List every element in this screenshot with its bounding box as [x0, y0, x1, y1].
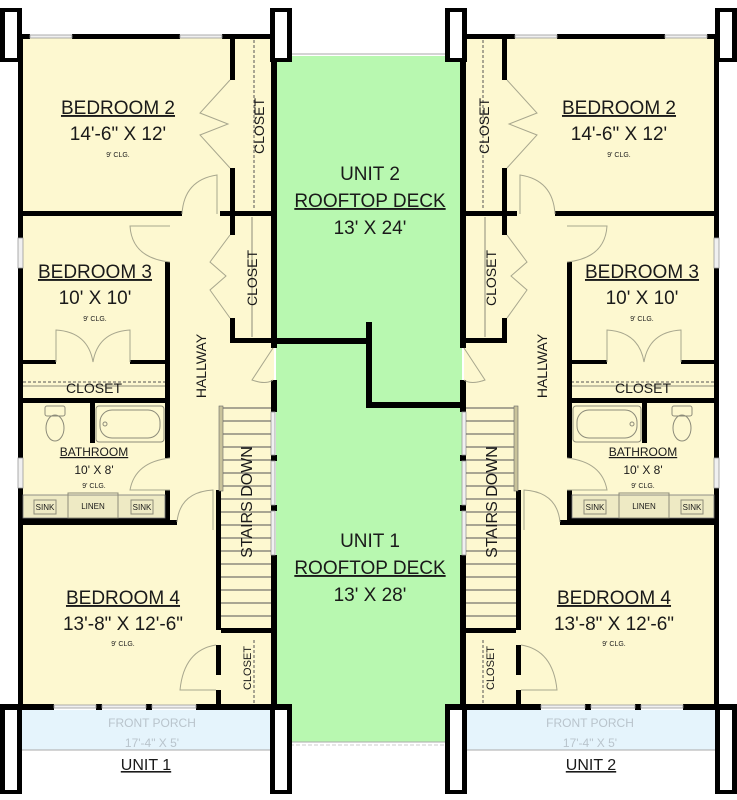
unit1-bedroom2-closet: CLOSET [251, 98, 267, 154]
unit1-deck-unit: UNIT 1 [340, 531, 400, 552]
unit2-bedroom4-closet: CLOSET [485, 646, 497, 690]
unit2-sink-left: SINK [586, 503, 605, 512]
unit2-stairs-down: STAIRS DOWN [484, 446, 501, 558]
unit2-fixtures [461, 34, 720, 709]
unit2-bedroom4-name: BEDROOM 4 [557, 588, 671, 609]
unit1-hallway: HALLWAY [193, 333, 209, 398]
unit2-interior [464, 38, 716, 708]
unit1-bathroom-name: BATHROOM [60, 445, 128, 459]
unit1-label: UNIT 1 [121, 757, 171, 774]
unit2-bathroom-ceiling: 9' CLG. [631, 483, 655, 490]
unit2-bedroom3-ceiling: 9' CLG. [630, 316, 654, 323]
unit1-porch-name: FRONT PORCH [108, 716, 196, 730]
unit1-porch-dims: 17'-4" X 5' [125, 736, 179, 750]
unit1-labels: BEDROOM 2 14'-6" X 12' 9' CLG. CLOSET BE… [36, 98, 267, 774]
unit1-bedroom3-ceiling: 9' CLG. [83, 316, 107, 323]
unit1-bedroom2-dims: 14'-6" X 12' [70, 124, 166, 145]
unit2-bedroom2-dims: 14'-6" X 12' [571, 124, 667, 145]
unit1-bedroom4-dims: 13'-8" X 12'-6" [63, 614, 183, 635]
unit2-bedroom4-ceiling: 9' CLG. [602, 641, 626, 648]
unit2-sink-right: SINK [683, 503, 702, 512]
unit1-sink-left: SINK [36, 503, 55, 512]
unit2-hall-closet: CLOSET [483, 250, 499, 306]
unit1-bedroom3-name: BEDROOM 3 [38, 262, 152, 283]
unit2-label: UNIT 2 [566, 757, 616, 774]
unit1-deck-dims: 13' X 28' [334, 585, 407, 606]
unit2-bedroom2-ceiling: 9' CLG. [607, 152, 631, 159]
unit2-bedroom3-name: BEDROOM 3 [585, 262, 699, 283]
unit2-bedroom2-closet: CLOSET [476, 98, 492, 154]
unit2-deck-dims: 13' X 24' [334, 218, 407, 239]
unit1-bedroom3-dims: 10' X 10' [59, 288, 132, 309]
unit2-bedroom3-closet: CLOSET [615, 380, 671, 396]
unit2-bathroom-dims: 10' X 8' [623, 463, 662, 477]
unit2-bedroom4-dims: 13'-8" X 12'-6" [554, 614, 674, 635]
unit2-deck-name: ROOFTOP DECK [294, 191, 446, 212]
unit2-walls [445, 8, 737, 794]
unit1-walls [0, 8, 292, 794]
deck-divider-walls [276, 322, 462, 408]
unit1-linen: LINEN [81, 502, 105, 511]
unit2-hallway: HALLWAY [534, 333, 550, 398]
unit2-labels: BEDROOM 2 14'-6" X 12' 9' CLG. CLOSET BE… [476, 98, 702, 774]
unit1-sink-right: SINK [133, 503, 152, 512]
unit1-porch-area [22, 710, 274, 750]
unit1-bathroom-dims: 10' X 8' [74, 463, 113, 477]
unit1-stairs-down: STAIRS DOWN [239, 446, 256, 558]
unit1-fixtures [17, 34, 276, 709]
unit1-bedroom2-ceiling: 9' CLG. [106, 152, 130, 159]
unit2-porch-dims: 17'-4" X 5' [563, 736, 617, 750]
unit2-bathroom-name: BATHROOM [609, 445, 677, 459]
unit2-deck-unit: UNIT 2 [340, 164, 400, 185]
unit2-linen: LINEN [632, 502, 656, 511]
unit2-bedroom2-name: BEDROOM 2 [562, 98, 676, 119]
unit2-porch-name: FRONT PORCH [546, 716, 634, 730]
unit1-hall-closet: CLOSET [244, 250, 260, 306]
unit1-deck-name: ROOFTOP DECK [294, 558, 446, 579]
unit1-bedroom4-closet: CLOSET [242, 646, 254, 690]
deck-labels: UNIT 2 ROOFTOP DECK 13' X 24' UNIT 1 ROO… [294, 164, 446, 606]
unit1-bedroom4-name: BEDROOM 4 [66, 588, 180, 609]
unit1-bedroom4-ceiling: 9' CLG. [111, 641, 135, 648]
unit2-bedroom3-dims: 10' X 10' [606, 288, 679, 309]
unit1-bathroom-ceiling: 9' CLG. [82, 483, 106, 490]
unit1-interior [22, 38, 274, 708]
unit1-bedroom3-closet: CLOSET [66, 380, 122, 396]
unit1-bedroom2-name: BEDROOM 2 [61, 98, 175, 119]
unit2-porch-area [464, 710, 716, 750]
